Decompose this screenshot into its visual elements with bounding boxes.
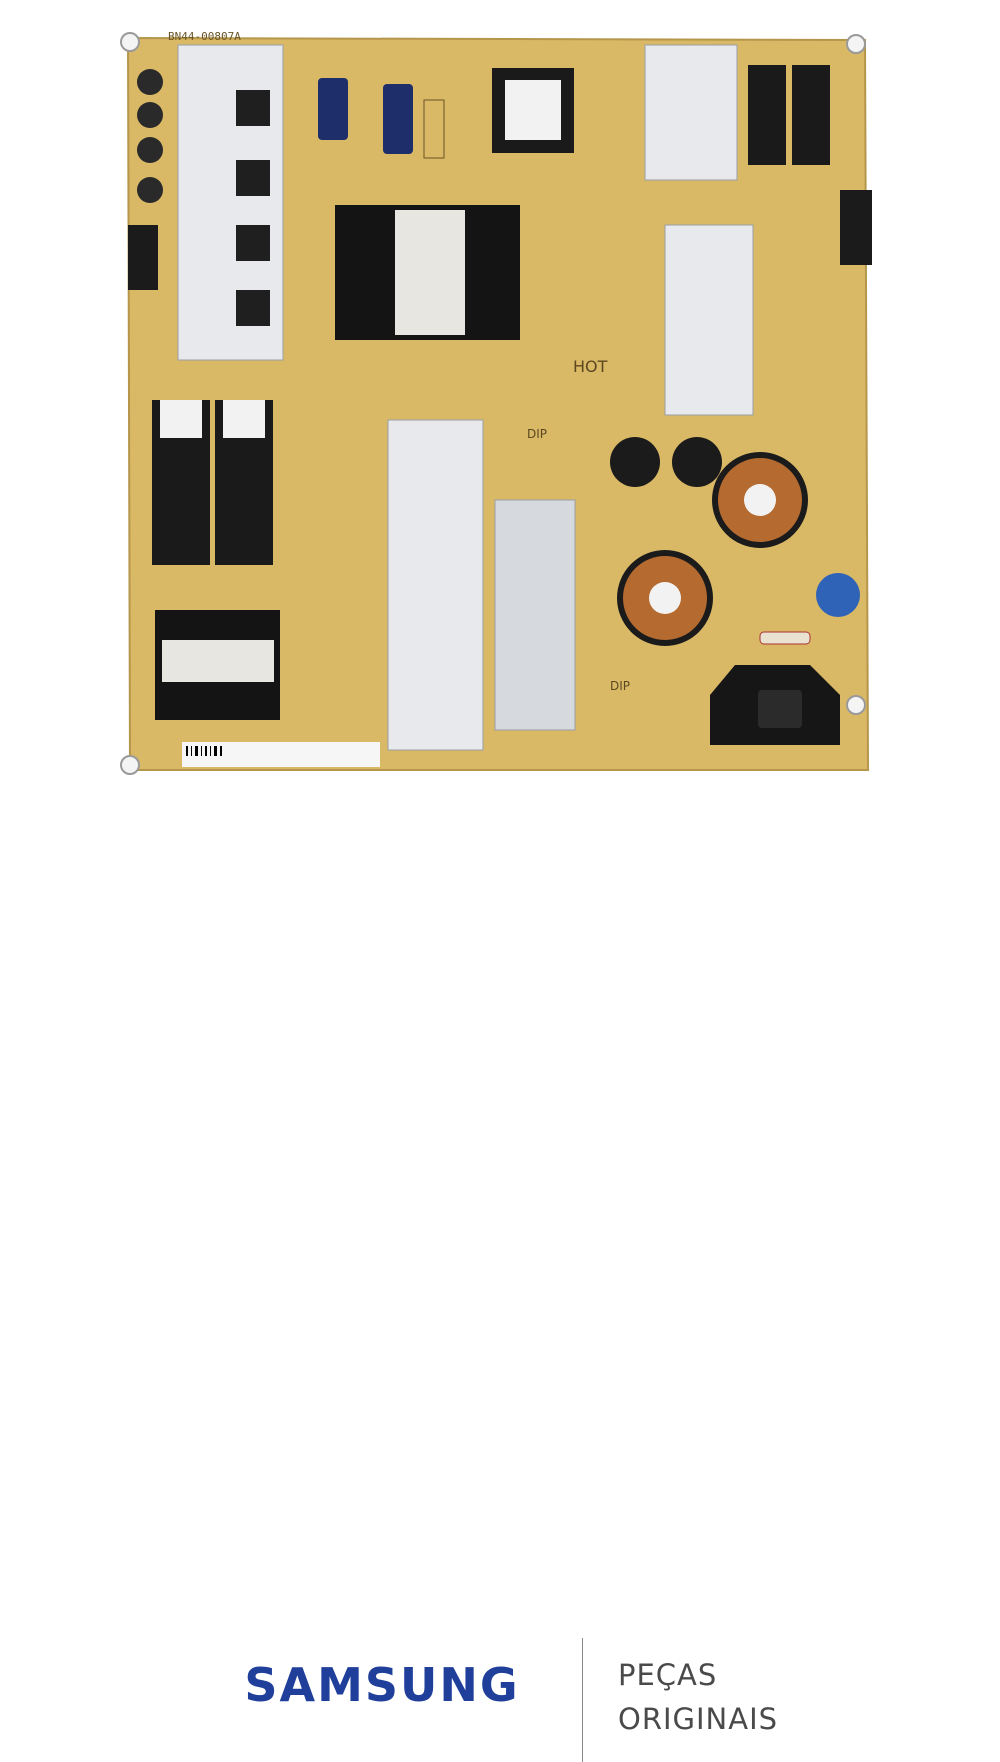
center-heatsink: [387, 419, 484, 751]
large-capacitor-450v: [748, 65, 786, 165]
barcode-sticker: [182, 742, 380, 767]
mounting-holes: [120, 32, 866, 775]
large-capacitor-450v: [792, 65, 830, 165]
connector-right: [840, 190, 872, 265]
dip-label: DIP: [527, 427, 547, 441]
board-part-label: BN44-00807A: [168, 30, 241, 43]
left-transistors: [236, 90, 270, 326]
blue-capacitor: [383, 84, 413, 154]
barcode: [186, 746, 222, 756]
brand-banner: SAMSUNG PEÇAS ORIGINAIS: [0, 800, 1000, 1762]
hot-zone-label: HOT: [573, 357, 608, 376]
left-small-capacitors: [137, 69, 163, 203]
finned-heatsink: [494, 499, 576, 731]
tagline-line-2: ORIGINAIS: [618, 1702, 779, 1736]
mid-right-heatsink: [664, 224, 754, 416]
banner-divider: [582, 1638, 583, 1762]
varistor: [610, 437, 660, 487]
power-supply-board-photo: BN44-00807A: [120, 30, 872, 775]
top-right-heatsink: [644, 44, 738, 181]
blue-capacitor: [318, 78, 348, 140]
cold-zone-label: [423, 99, 445, 159]
samsung-logo: SAMSUNG: [244, 1658, 520, 1712]
disc-capacitor: [816, 573, 860, 617]
dip-label: DIP: [610, 679, 630, 693]
tagline-line-1: PEÇAS: [618, 1658, 718, 1692]
varistor: [672, 437, 722, 487]
connector-left: [128, 225, 158, 290]
fuse: [759, 631, 811, 645]
